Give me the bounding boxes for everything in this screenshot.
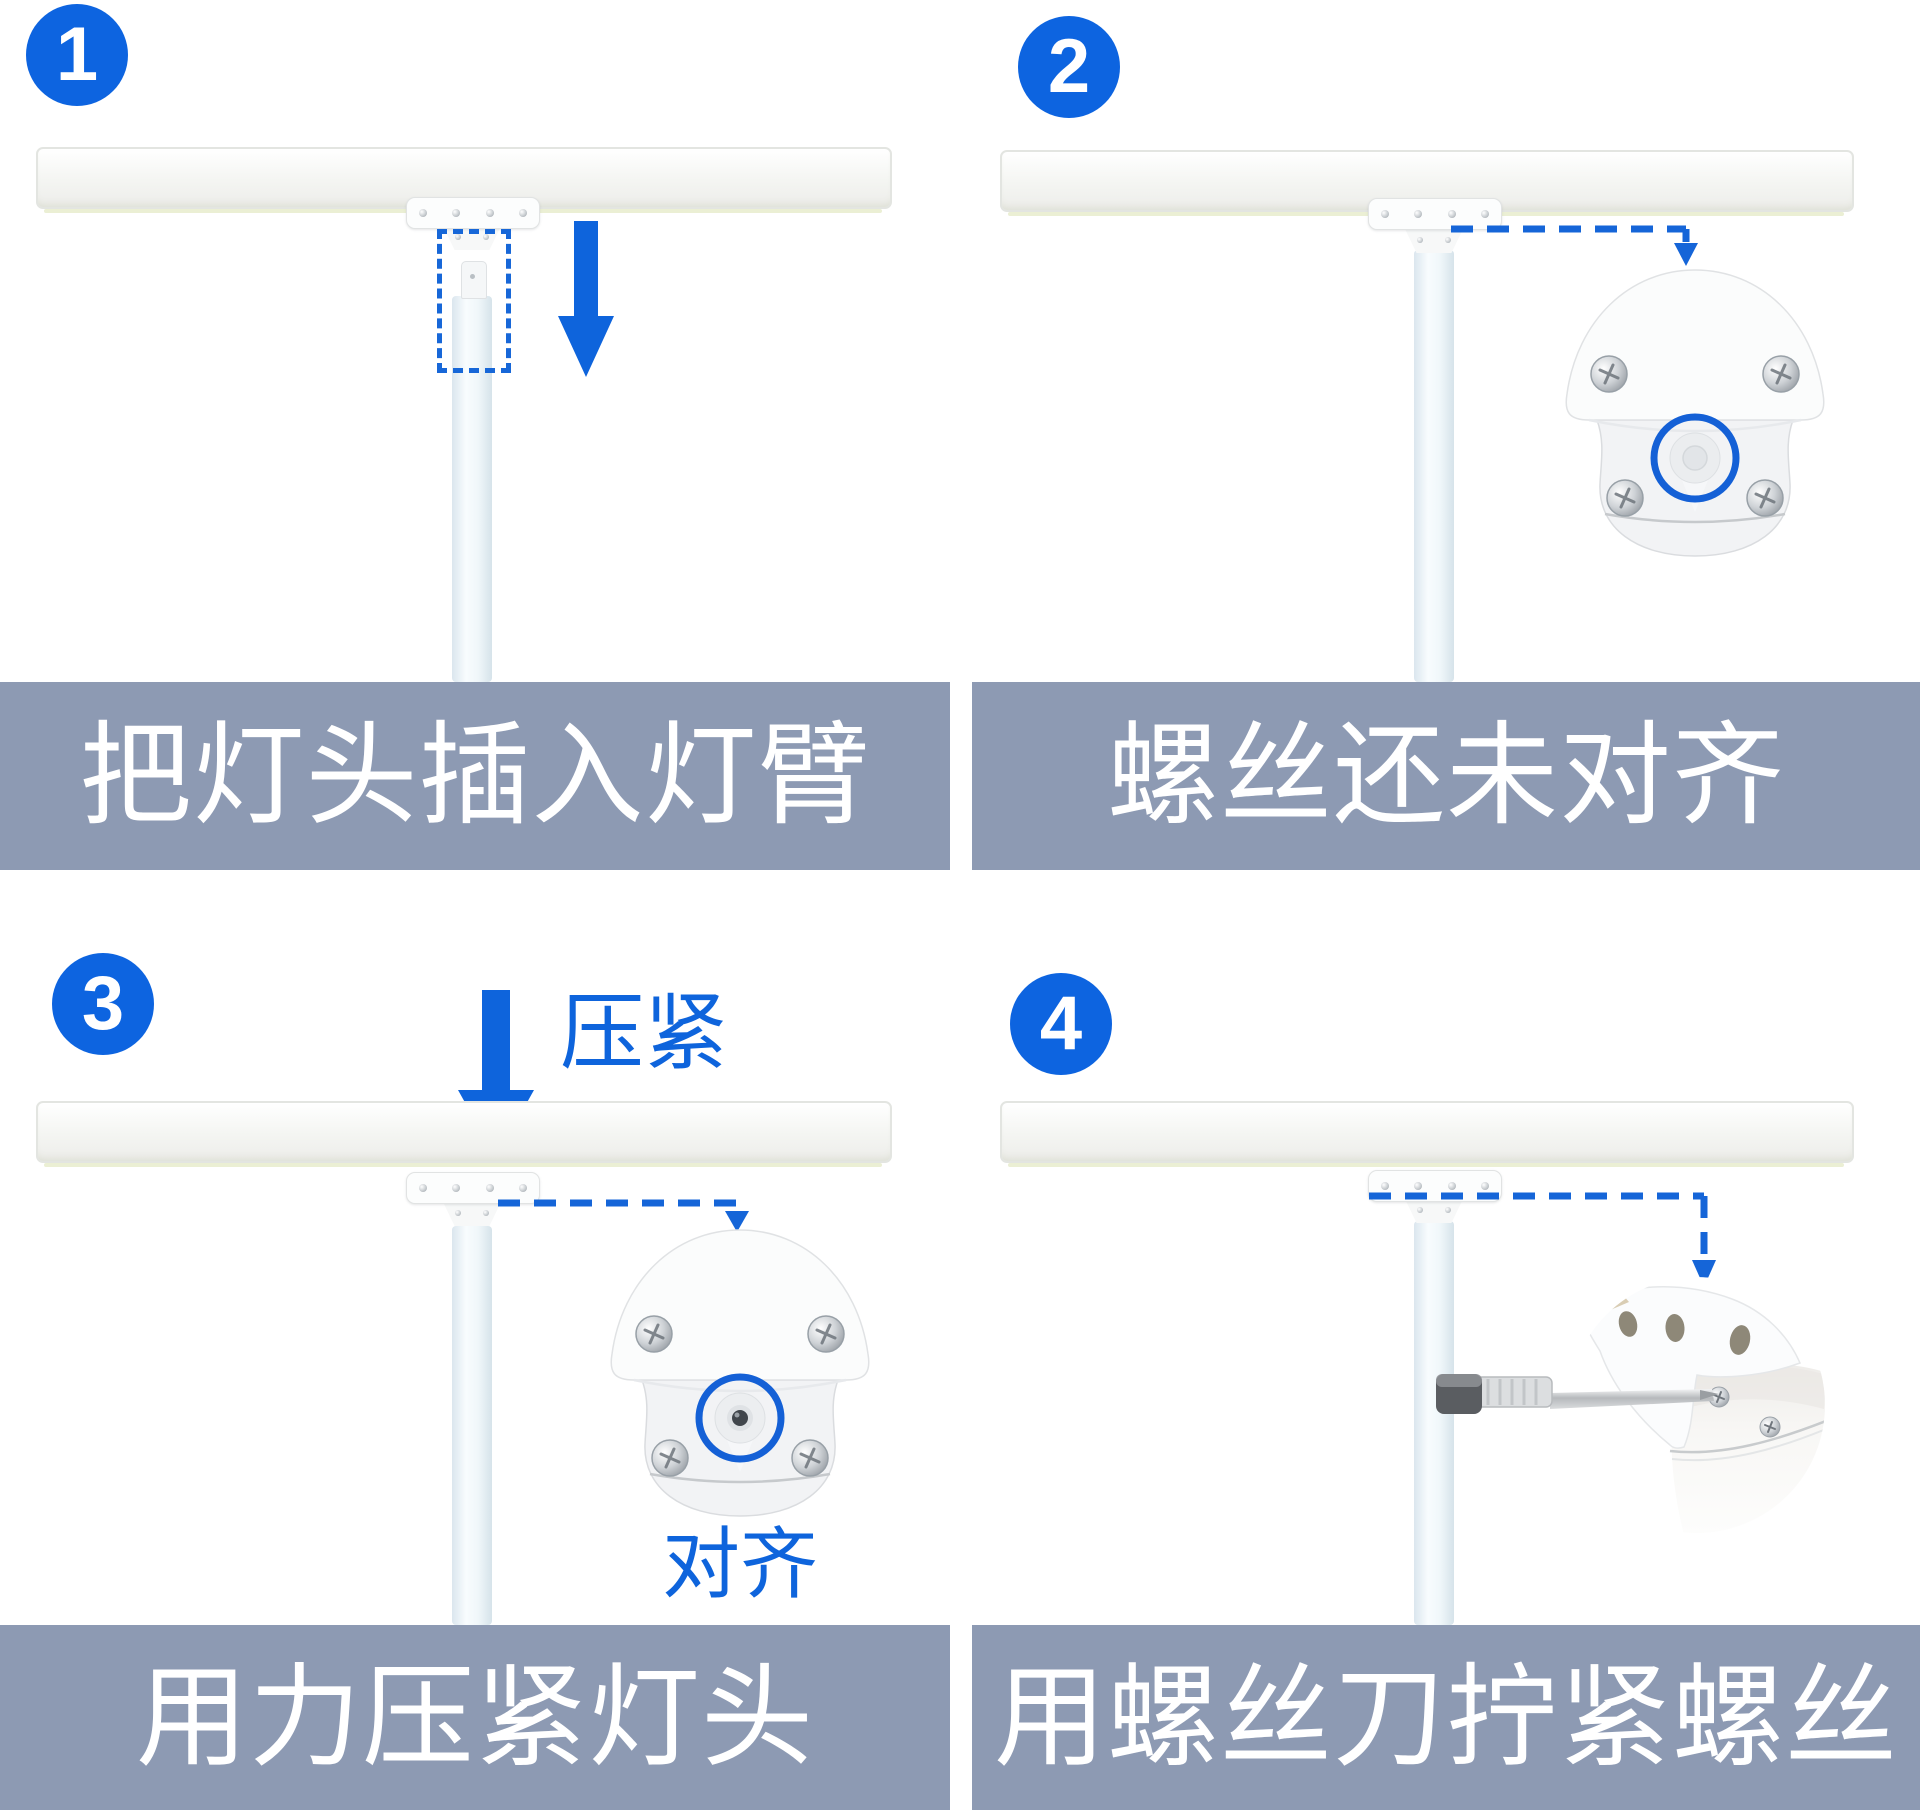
step-badge: 1 — [26, 4, 128, 106]
neck-screw-dot — [455, 1210, 461, 1216]
bracket-screw-dot — [486, 209, 494, 217]
mounting-bracket — [406, 1172, 540, 1204]
lamp-pole — [452, 1226, 492, 1625]
step-caption: 用力压紧灯头 — [136, 1654, 814, 1780]
bracket-screw-dot — [1481, 210, 1489, 218]
step-number: 2 — [1047, 24, 1091, 109]
pole-connector-tab — [461, 261, 487, 299]
neck-screw-dot — [483, 234, 489, 240]
bracket-screw-dot — [519, 1184, 527, 1192]
step-caption-bar: 把灯头插入灯臂 — [0, 682, 950, 870]
step-number: 1 — [55, 12, 99, 97]
insert-highlight-box — [437, 229, 511, 373]
bracket-screw-dot — [1481, 1182, 1489, 1190]
lamp-head-bar — [1000, 1101, 1854, 1163]
leader-dashed-arrow — [1369, 1192, 1716, 1287]
bracket-screw-dot — [1381, 210, 1389, 218]
lamp-bar-glow-line — [44, 1163, 882, 1167]
bracket-bottom-view-unaligned — [1565, 269, 1825, 557]
step-caption: 把灯头插入灯臂 — [79, 713, 871, 838]
mounting-bracket — [1368, 198, 1502, 230]
bracket-screw-dot — [1414, 210, 1422, 218]
screwdriver-icon — [1436, 1374, 1719, 1414]
lamp-pole — [452, 296, 492, 682]
leader-dashed-arrow — [1451, 225, 1698, 266]
step-badge: 3 — [52, 953, 154, 1055]
step-caption-bar: 螺丝还未对齐 — [972, 682, 1920, 870]
lamp-pole — [1414, 1221, 1454, 1625]
bracket-screw-dot — [519, 209, 527, 217]
align-label-text: 对齐 — [661, 1520, 818, 1608]
bracket-neck — [443, 1202, 501, 1226]
step-caption: 螺丝还未对齐 — [1107, 713, 1785, 838]
step-panel-1: 1 把灯头插入灯臂 — [0, 0, 950, 870]
step-caption-bar: 用力压紧灯头 — [0, 1625, 950, 1810]
lamp-pole — [1414, 250, 1454, 682]
screw-tightening-detail — [1436, 1277, 1825, 1533]
press-label-text: 压紧 — [560, 986, 729, 1080]
neck-screw-dot — [1417, 1207, 1423, 1213]
step-panel-3: 3 压紧 — [0, 905, 950, 1810]
step-caption: 用螺丝刀拧紧螺丝 — [994, 1654, 1898, 1780]
bracket-screw-dot — [452, 1184, 460, 1192]
bracket-screw-dot — [1381, 1182, 1389, 1190]
step-badge: 4 — [1010, 973, 1112, 1075]
leader-dashed-arrow — [498, 1199, 749, 1232]
bracket-screw-dot — [1448, 1182, 1456, 1190]
neck-screw-dot — [1445, 1207, 1451, 1213]
step-panel-4: 4 — [972, 905, 1920, 1810]
step-number: 4 — [1039, 981, 1083, 1066]
lamp-bar-glow-line — [1008, 1163, 1844, 1167]
bracket-screw-dot — [1414, 1182, 1422, 1190]
neck-screw-dot — [1445, 237, 1451, 243]
bracket-bottom-view-aligned — [610, 1229, 870, 1517]
bracket-screw-dot — [1448, 210, 1456, 218]
bracket-screw-dot — [419, 1184, 427, 1192]
mounting-bracket — [406, 197, 540, 229]
bracket-screw-dot — [452, 209, 460, 217]
lamp-head-bar — [36, 1101, 892, 1163]
align-label: 对齐 — [590, 1525, 890, 1603]
connector-screw-dot — [470, 274, 475, 279]
press-label: 压紧 — [560, 991, 728, 1075]
bracket-screw-dot — [419, 209, 427, 217]
step-panel-2: 2 — [972, 0, 1920, 870]
insert-down-arrow-icon — [558, 221, 614, 377]
step-number: 3 — [81, 961, 125, 1046]
neck-screw-dot — [1417, 237, 1423, 243]
step-badge: 2 — [1018, 16, 1120, 118]
bracket-screw-dot — [486, 1184, 494, 1192]
step-caption-bar: 用螺丝刀拧紧螺丝 — [972, 1625, 1920, 1810]
neck-screw-dot — [483, 1210, 489, 1216]
neck-screw-dot — [455, 234, 461, 240]
